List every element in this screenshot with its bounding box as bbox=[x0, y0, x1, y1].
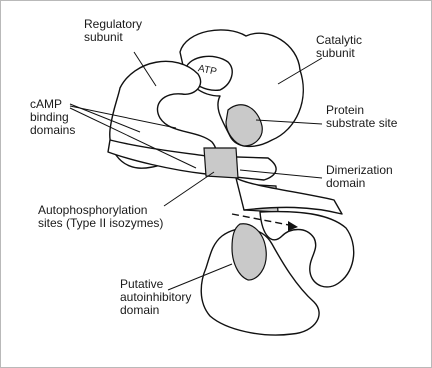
leader-autophos bbox=[164, 172, 214, 206]
label-regulatory-subunit: Regulatory subunit bbox=[84, 18, 142, 44]
label-catalytic-subunit: Catalytic subunit bbox=[316, 34, 362, 60]
label-putative-autoinhibitory-domain: Putative autoinhibitory domain bbox=[120, 278, 191, 317]
dimerization-block-upper bbox=[204, 148, 238, 178]
label-protein-substrate-site: Protein substrate site bbox=[326, 104, 397, 130]
label-dimerization-domain: Dimerization domain bbox=[326, 164, 393, 190]
label-camp-binding-domains: cAMP binding domains bbox=[30, 98, 75, 137]
label-autophosphorylation-sites: Autophosphorylation sites (Type II isozy… bbox=[38, 204, 163, 230]
